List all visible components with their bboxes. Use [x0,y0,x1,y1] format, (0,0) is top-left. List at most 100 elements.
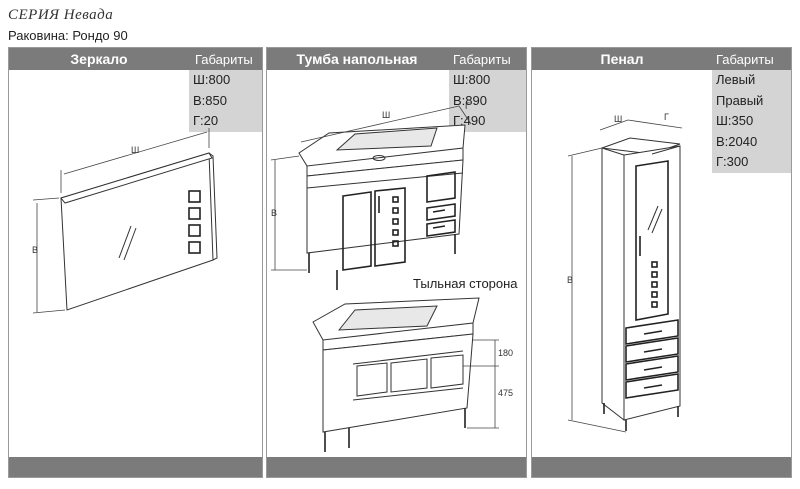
mirror-dims-label: Габариты [195,52,253,67]
series-title: СЕРИЯ Невада [8,7,114,23]
pencil-footer [532,457,791,477]
mirror-square [188,207,201,220]
cabinet-drawing: Ш Г В 180 475 [270,101,513,452]
pencil-handle [643,330,663,335]
mirror-drawing: Ш В [32,128,218,314]
cabinet-square [392,218,399,225]
pencil-drawing: Ш Г В [567,112,683,433]
cabinet-door-mid [374,187,406,267]
back-opening [390,358,428,393]
cabinet-width-mark: Ш [382,110,390,120]
pencil-drawer [625,355,679,381]
mirror-top-edge [60,152,213,204]
back-dim-180: 180 [498,348,513,358]
pencil-dim-width: Ш:350 [716,113,754,128]
cabinet-drawer [426,203,456,221]
pencil-drawer [625,319,679,345]
mirror-width-dim [63,131,208,175]
mirror-height-mark: В [32,245,38,255]
pencil-reflection [647,205,659,231]
cabinet-drain [372,155,386,161]
mirror-dims-list: Ш:800 В:850 Г:20 [189,70,262,132]
mirror-title: Зеркало [70,51,128,67]
cabinet-square [392,196,399,203]
cabinet-back-label: Тыльная сторона [413,276,518,291]
pencil-width-dim [599,119,629,131]
mirror-footer [9,457,262,477]
pencil-edge [651,145,681,155]
mirror-dim-width: Ш:800 [193,72,231,87]
mirror-header: Зеркало Габариты [9,48,262,70]
pencil-dim-left: Левый [716,72,756,87]
cabinet-handle [432,225,446,229]
pencil-side [601,147,625,422]
mirror-dim-tick [32,197,60,201]
cabinet-dim-tick [270,155,300,161]
mirror-width-mark: Ш [131,145,139,155]
cabinet-height-mark: В [271,208,277,218]
cabinet-dims-list: Ш:800 В:890 Г:490 [449,70,526,132]
pencil-drawer [625,373,679,399]
pencil-dim-tick [567,147,603,157]
cabinet-width-dim [300,105,460,143]
back-basin [337,305,438,331]
mirror-reflection [123,227,137,261]
pencil-square [651,291,658,298]
pencil-depth-dim [627,119,683,129]
mirror-dim-tick [32,309,66,314]
pencil-handle [643,348,663,353]
pencil-height-mark: В [567,275,573,285]
pencil-width-mark: Ш [614,114,622,124]
cabinet-depth-mark: Г [465,101,470,111]
cabinet-body [306,159,464,254]
cabinet-drawer [426,219,456,237]
mirror-dim-depth: Г:20 [193,113,219,128]
cabinet-header: Тумба напольная Габариты [267,48,526,70]
pencil-dims-list: Левый Правый Ш:350 В:2040 Г:300 [712,70,791,173]
cabinet-square [392,207,399,214]
back-dim-475: 475 [498,388,513,398]
pencil-door [635,160,669,321]
mirror-side-edge [208,152,218,261]
pencil-title: Пенал [600,51,644,67]
mirror-panel: Зеркало Габариты Ш:800 В:850 Г:20 Ш В [8,47,263,478]
cabinet-panel: Тумба напольная Габариты Ш:800 В:890 Г:4… [266,47,527,478]
pencil-dim-right: Правый [716,92,764,108]
cabinet-handle [432,209,446,213]
cabinet-drawer-top [426,171,456,203]
cabinet-dim-height: В:890 [453,92,487,108]
mirror-square [188,224,201,237]
cabinet-door-left [342,191,372,271]
cabinet-depth-dim [458,105,472,125]
cabinet-basin [335,127,438,151]
mirror-square [188,190,201,203]
pencil-header: Пенал Габариты [532,48,791,70]
sink-label: Раковина: Рондо 90 [8,28,128,43]
back-lower-rail [352,387,464,401]
pencil-panel: Пенал Габариты Левый Правый Ш:350 В:2040… [531,47,792,478]
mirror-square [188,241,201,254]
cabinet-footer [267,457,526,477]
pencil-square [651,271,658,278]
pencil-reflection [651,208,663,234]
pencil-dim-depth: Г:300 [716,154,749,169]
cabinet-title: Тумба напольная [296,51,418,67]
pencil-dim-height: В:2040 [716,133,758,149]
cabinet-square [392,229,399,236]
pencil-square [651,301,658,308]
pencil-square [651,261,658,268]
pencil-dims-label: Габариты [716,52,774,67]
cabinet-dims-label: Габариты [453,52,511,67]
back-shelf [352,350,464,365]
pencil-handle [643,366,663,371]
back-opening [430,354,464,389]
pencil-drawer [625,337,679,363]
cabinet-dim-depth: Г:490 [453,113,486,128]
back-opening [356,362,388,397]
cabinet-square [392,240,399,247]
cabinet-dim-width: Ш:800 [453,72,491,87]
mirror-reflection [118,225,132,259]
pencil-square [651,281,658,288]
pencil-depth-mark: Г [664,112,669,122]
back-body [322,333,474,433]
